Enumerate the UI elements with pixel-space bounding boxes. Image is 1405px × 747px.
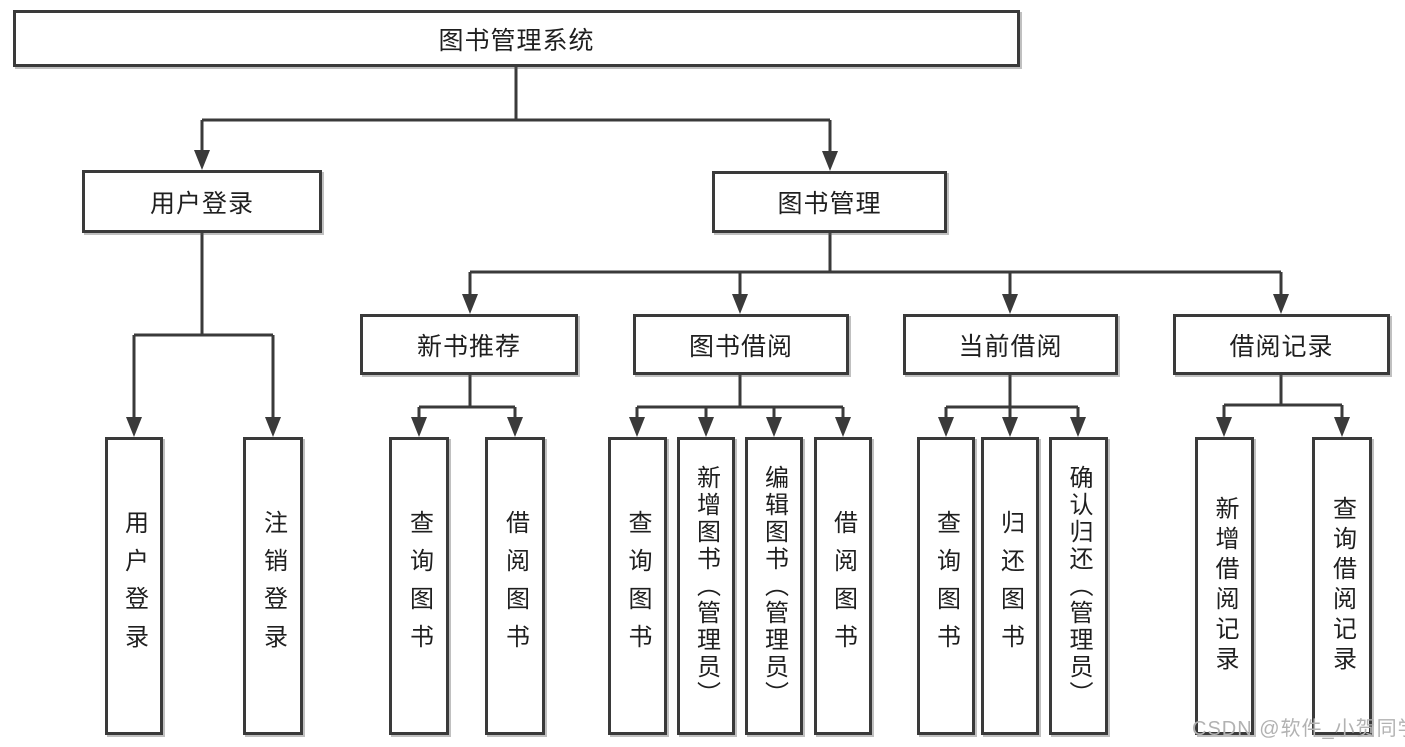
leaf-newbooks-query-books: 查询图书	[389, 437, 449, 735]
node-borrow-records: 借阅记录	[1173, 314, 1390, 375]
leaf-currentborrow-query-books-label: 查询图书	[932, 510, 960, 662]
connector-borrowrecords-to-leaves	[1216, 375, 1350, 437]
leaf-records-query-borrow-record: 查询借阅记录	[1312, 437, 1372, 735]
leaf-newbooks-borrow-books-label: 借阅图书	[501, 510, 529, 662]
leaf-bookborrow-add-books-admin-label: 新增图书（管理员）	[692, 464, 720, 708]
leaf-user-login: 用户登录	[105, 437, 163, 735]
connector-bookmgmt-to-level3	[462, 233, 1289, 314]
node-root-title: 图书管理系统	[13, 10, 1020, 67]
leaf-currentborrow-return-books-label: 归还图书	[996, 510, 1024, 662]
node-current-borrow: 当前借阅	[903, 314, 1118, 375]
csdn-watermark: CSDN @软件_小贺同学	[1192, 718, 1405, 740]
leaf-currentborrow-confirm-return-admin: 确认归还（管理员）	[1049, 437, 1108, 735]
leaf-bookborrow-query-books-label: 查询图书	[624, 510, 651, 662]
leaf-logout-label: 注销登录	[259, 510, 287, 662]
node-user-login: 用户登录	[82, 170, 322, 233]
leaf-records-add-borrow-record-label: 新增借阅记录	[1211, 496, 1238, 676]
leaf-logout: 注销登录	[243, 437, 303, 735]
connector-newbooks-to-leaves	[411, 375, 523, 437]
connector-userlogin-to-leaves	[126, 233, 281, 437]
leaf-bookborrow-edit-books-admin: 编辑图书（管理员）	[745, 437, 803, 735]
leaf-records-add-borrow-record: 新增借阅记录	[1195, 437, 1254, 735]
leaf-currentborrow-query-books: 查询图书	[917, 437, 975, 735]
node-new-book-recommend: 新书推荐	[360, 314, 578, 375]
leaf-bookborrow-add-books-admin: 新增图书（管理员）	[677, 437, 735, 735]
node-book-management: 图书管理	[712, 171, 947, 233]
leaf-currentborrow-confirm-return-admin-label: 确认归还（管理员）	[1065, 464, 1092, 708]
leaf-newbooks-query-books-label: 查询图书	[405, 510, 433, 662]
connector-currentborrow-to-leaves	[938, 375, 1086, 437]
leaf-newbooks-borrow-books: 借阅图书	[485, 437, 545, 735]
leaf-bookborrow-query-books: 查询图书	[608, 437, 667, 735]
leaf-bookborrow-borrow-books: 借阅图书	[814, 437, 872, 735]
connector-root-to-level2	[194, 67, 838, 171]
connector-bookborrow-to-leaves	[629, 375, 851, 437]
node-book-borrow: 图书借阅	[633, 314, 849, 375]
leaf-bookborrow-edit-books-admin-label: 编辑图书（管理员）	[760, 464, 788, 708]
leaf-bookborrow-borrow-books-label: 借阅图书	[829, 510, 857, 662]
leaf-records-query-borrow-record-label: 查询借阅记录	[1328, 496, 1356, 676]
leaf-user-login-label: 用户登录	[120, 510, 148, 662]
leaf-currentborrow-return-books: 归还图书	[981, 437, 1039, 735]
